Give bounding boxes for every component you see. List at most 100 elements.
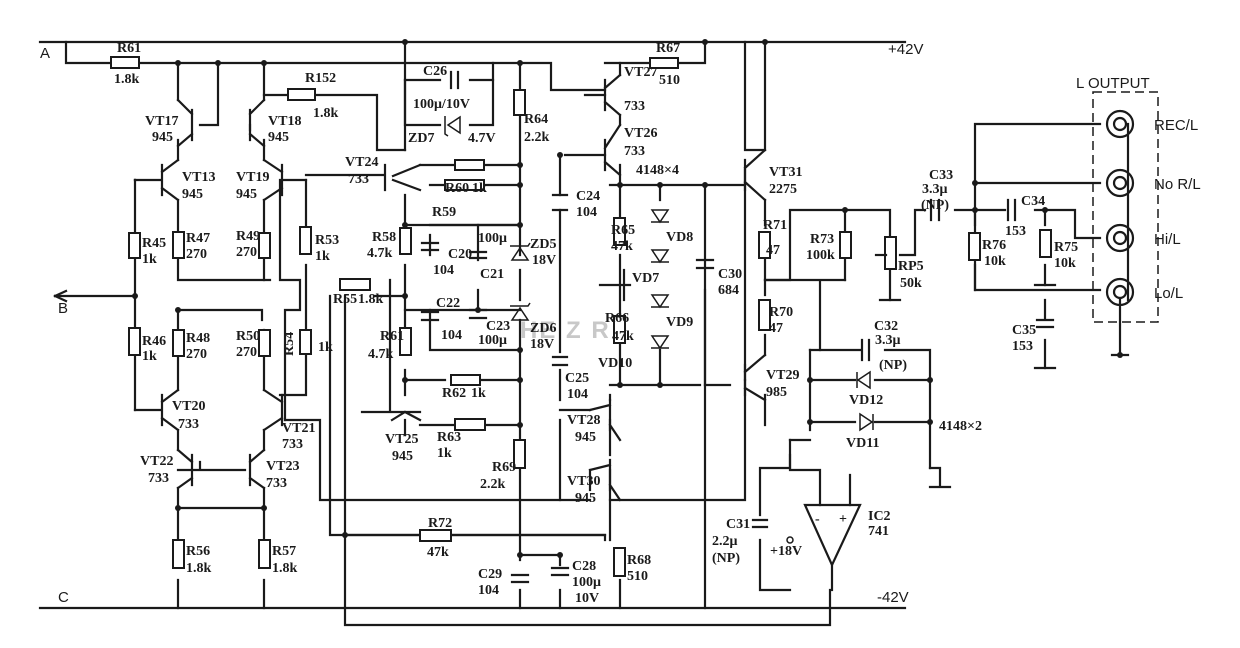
label-c20: C20 xyxy=(448,247,472,262)
resistor-r73 xyxy=(839,231,852,259)
value-r62: 1k xyxy=(471,386,486,401)
value-vt24: 733 xyxy=(348,172,369,187)
resistor-r60 xyxy=(454,159,485,171)
pos-supply-label: +42V xyxy=(888,41,923,58)
value-vt28: 945 xyxy=(575,430,596,445)
label-vt31: VT31 xyxy=(769,165,802,180)
transistor-vt19 xyxy=(262,158,284,202)
label-zd7: ZD7 xyxy=(408,131,434,146)
value-r49: 270 xyxy=(236,245,257,260)
value-c25: 104 xyxy=(567,387,588,402)
transistor-vt28 xyxy=(588,398,622,442)
label-r61-4k7: R61 xyxy=(380,329,404,344)
label-c34: C34 xyxy=(1021,194,1045,209)
value-r53: 1k xyxy=(315,249,330,264)
label-r75: R75 xyxy=(1054,240,1078,255)
resistor-r75 xyxy=(1039,229,1052,258)
diode-vd9 xyxy=(650,294,670,309)
label-r53: R53 xyxy=(315,233,339,248)
opamp-plus-label: + xyxy=(839,512,847,527)
label-r49: R49 xyxy=(236,229,260,244)
node-a-label: A xyxy=(40,45,50,62)
resistor-r62 xyxy=(450,374,481,386)
ground-symbols xyxy=(878,283,1130,489)
transistor-vt21 xyxy=(262,388,284,432)
value-r69: 2.2k xyxy=(480,477,506,492)
resistors xyxy=(110,56,1052,577)
label-c23: C23 xyxy=(486,319,510,334)
label-r66: R66 xyxy=(605,311,629,326)
node-b-label: B xyxy=(58,300,68,317)
label-vt21: VT21 xyxy=(282,421,315,436)
diodes xyxy=(444,115,874,432)
label-r63: R63 xyxy=(437,430,461,445)
resistor-r46 xyxy=(128,327,141,356)
watermark: HE Z R xyxy=(520,317,611,344)
resistor-r65 xyxy=(613,217,626,246)
value-r68: 510 xyxy=(627,569,648,584)
label-vt30: VT30 xyxy=(567,474,600,489)
value-c20: 104 xyxy=(433,263,454,278)
label-r152: R152 xyxy=(305,71,336,86)
value-r46: 1k xyxy=(142,349,157,364)
resistor-r49 xyxy=(258,232,271,259)
value-vt26: 733 xyxy=(624,144,645,159)
transistor-vt24 xyxy=(383,163,422,192)
transistor-vt29 xyxy=(743,353,767,402)
value-r66: 47k xyxy=(612,329,634,344)
transistor-vt22 xyxy=(176,448,194,490)
transistor-vt13 xyxy=(160,158,180,202)
label-r57: R57 xyxy=(272,544,296,559)
value-c33: 3.3μ xyxy=(922,182,948,197)
value-c35: 153 xyxy=(1012,339,1033,354)
label-r68: R68 xyxy=(627,553,651,568)
value-vt27: 733 xyxy=(624,99,645,114)
value-c26: 100μ/10V xyxy=(413,97,470,112)
label-c28: C28 xyxy=(572,559,596,574)
value-r61-4k7: 4.7k xyxy=(368,347,394,362)
capacitor-c21 xyxy=(468,250,488,260)
label-zd6: ZD6 xyxy=(530,321,556,336)
capacitor-c25 xyxy=(551,355,569,367)
jack-no-r xyxy=(1105,168,1135,198)
value-vt20: 733 xyxy=(178,417,199,432)
label-c29: C29 xyxy=(478,567,502,582)
label-r76: R76 xyxy=(982,238,1006,253)
label-r54: R54 xyxy=(282,332,297,356)
diode-vd12 xyxy=(856,370,871,390)
label-r55: R55 xyxy=(333,292,357,307)
jack-rec xyxy=(1105,109,1135,139)
value-c24: 104 xyxy=(576,205,597,220)
transistor-vt18 xyxy=(248,98,266,148)
resistor-r72 xyxy=(419,529,452,542)
value-r58: 4.7k xyxy=(367,246,393,261)
label-c31: C31 xyxy=(726,517,750,532)
label-vd9: VD9 xyxy=(666,315,693,330)
value-r152: 1.8k xyxy=(313,106,339,121)
capacitor-c26 xyxy=(449,70,460,90)
jack-lo xyxy=(1105,277,1135,307)
capacitor-c24 xyxy=(551,193,569,212)
label-r71: R71 xyxy=(763,218,787,233)
capacitor-c34 xyxy=(1006,198,1017,222)
np-c31: (NP) xyxy=(712,551,740,566)
label-r58: R58 xyxy=(372,230,396,245)
value-c28: 100μ xyxy=(572,575,601,590)
value-r72: 47k xyxy=(427,545,449,560)
label-rp5: RP5 xyxy=(898,259,924,274)
label-zd5: ZD5 xyxy=(530,237,556,252)
label-d4148x2: 4148×2 xyxy=(939,419,982,434)
np-c32: (NP) xyxy=(879,358,907,373)
value-r63: 1k xyxy=(437,446,452,461)
value-zd5: 18V xyxy=(532,253,556,268)
resistor-r69 xyxy=(513,439,526,469)
diode-vd8a xyxy=(650,209,670,224)
label-r47: R47 xyxy=(186,231,210,246)
resistor-r56 xyxy=(172,539,185,569)
label-r48: R48 xyxy=(186,331,210,346)
label-r72: R72 xyxy=(428,516,452,531)
value-vt19: 945 xyxy=(236,187,257,202)
value-zd6: 18V xyxy=(530,337,554,352)
label-vd7: VD7 xyxy=(632,271,659,286)
output-panel-border xyxy=(1092,91,1159,323)
